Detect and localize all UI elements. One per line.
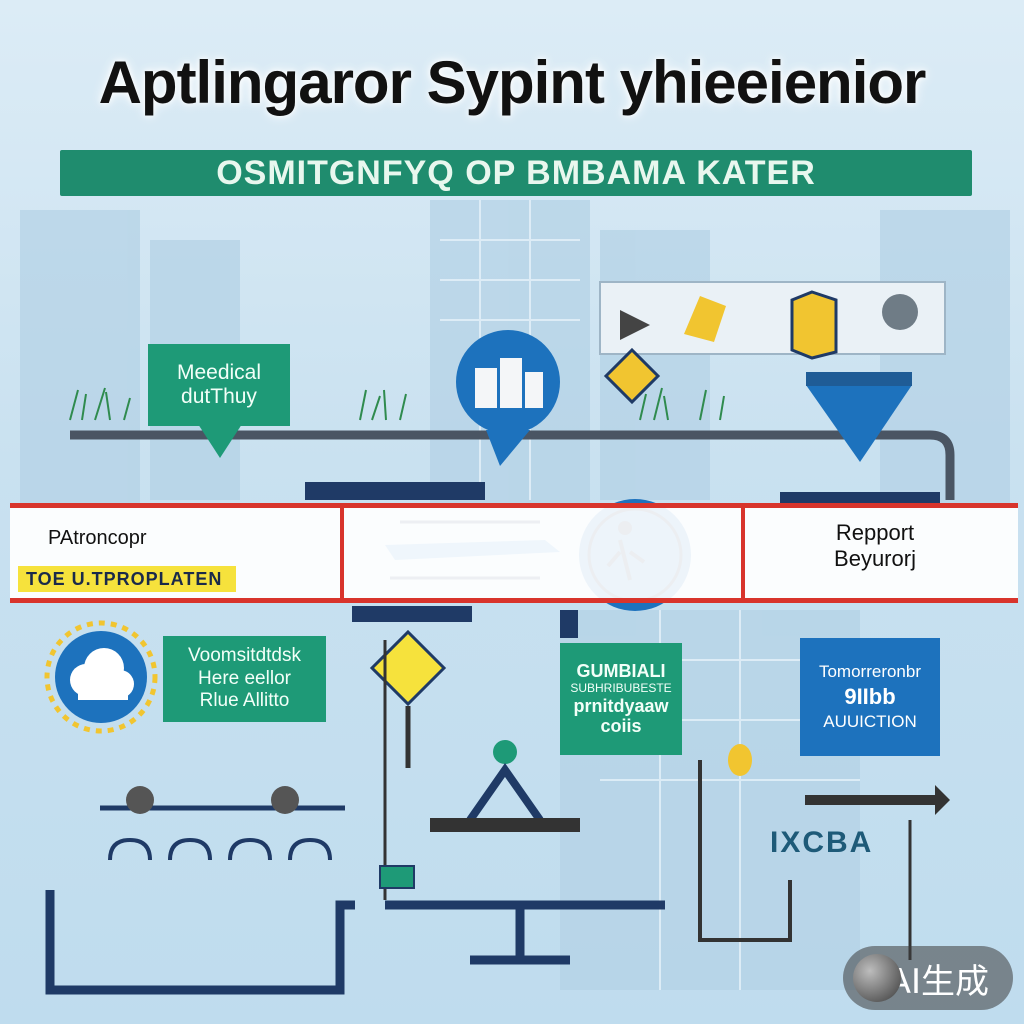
node-label-line: Meedical <box>176 360 262 384</box>
node-label-line: dutThuy <box>181 385 257 408</box>
connector-tab <box>305 482 485 500</box>
tomorrow-node: Tomorreronbr 9IIbb AUUICTION <box>800 638 940 756</box>
watermark-text: AI生成 <box>887 961 989 1002</box>
location-pin-icon <box>806 372 912 462</box>
subtitle-text: OSMITGNFYQ OP BMBAMA KATER <box>216 153 816 192</box>
node-label-line: Tomorreronbr <box>818 661 922 681</box>
node-label-line: GUMBIALI <box>576 661 666 682</box>
medical-node-pointer <box>198 424 242 458</box>
diagram-subtitle-banner: OSMITGNFYQ OP BMBAMA KATER <box>60 150 972 196</box>
grass-decoration <box>69 387 725 421</box>
cloud-icon <box>44 620 158 734</box>
ai-generated-watermark: AI生成 <box>843 946 1013 1010</box>
node-label-line: coiis <box>600 716 642 737</box>
lower-pipes <box>45 640 950 995</box>
worker-figures <box>126 740 752 889</box>
band-divider <box>741 503 745 603</box>
patron-label: PAtroncopr <box>48 527 147 549</box>
volunteer-node: Voomsitdtdsk Here eellor Rlue Allitto <box>163 636 326 722</box>
photo-panel <box>599 281 946 355</box>
lightbulb-icon <box>369 629 447 768</box>
node-label-line: AUUICTION <box>823 712 917 732</box>
node-label-line: prnitdyaaw <box>573 695 669 716</box>
node-label-line: 9IIbb <box>844 683 896 709</box>
node-label-line: Here eellor <box>198 667 291 689</box>
building-icon <box>456 330 560 466</box>
watermark-sphere-icon <box>853 954 901 1002</box>
strip-text: TOE U.TPROPLATEN <box>26 568 223 589</box>
bottom-letters: IXCBA <box>770 826 874 859</box>
node-label-line: Repport <box>835 520 915 545</box>
diamond-icon <box>603 290 838 405</box>
top-connector-line <box>70 430 955 500</box>
band-divider <box>340 503 344 603</box>
yellow-label-strip: TOE U.TPROPLATEN <box>18 566 236 592</box>
report-node-label: Repport Beyurorj <box>780 520 970 573</box>
connector-tab <box>780 492 940 504</box>
node-label-line: Voomsitdtdsk <box>188 644 301 666</box>
node-label-line: SUBHRIBUBESTE <box>570 680 672 695</box>
diagram-title: Aptlingaror Sypint yhieeienior <box>98 49 927 116</box>
gumbial-node: GUMBIALI SUBHRIBUBESTE prnitdyaaw coiis <box>560 643 682 755</box>
node-label-line: Beyurorj <box>834 546 916 572</box>
node-label-line: Rlue Allitto <box>199 690 290 712</box>
medical-duty-node: Meedical dutThuy <box>148 344 290 426</box>
